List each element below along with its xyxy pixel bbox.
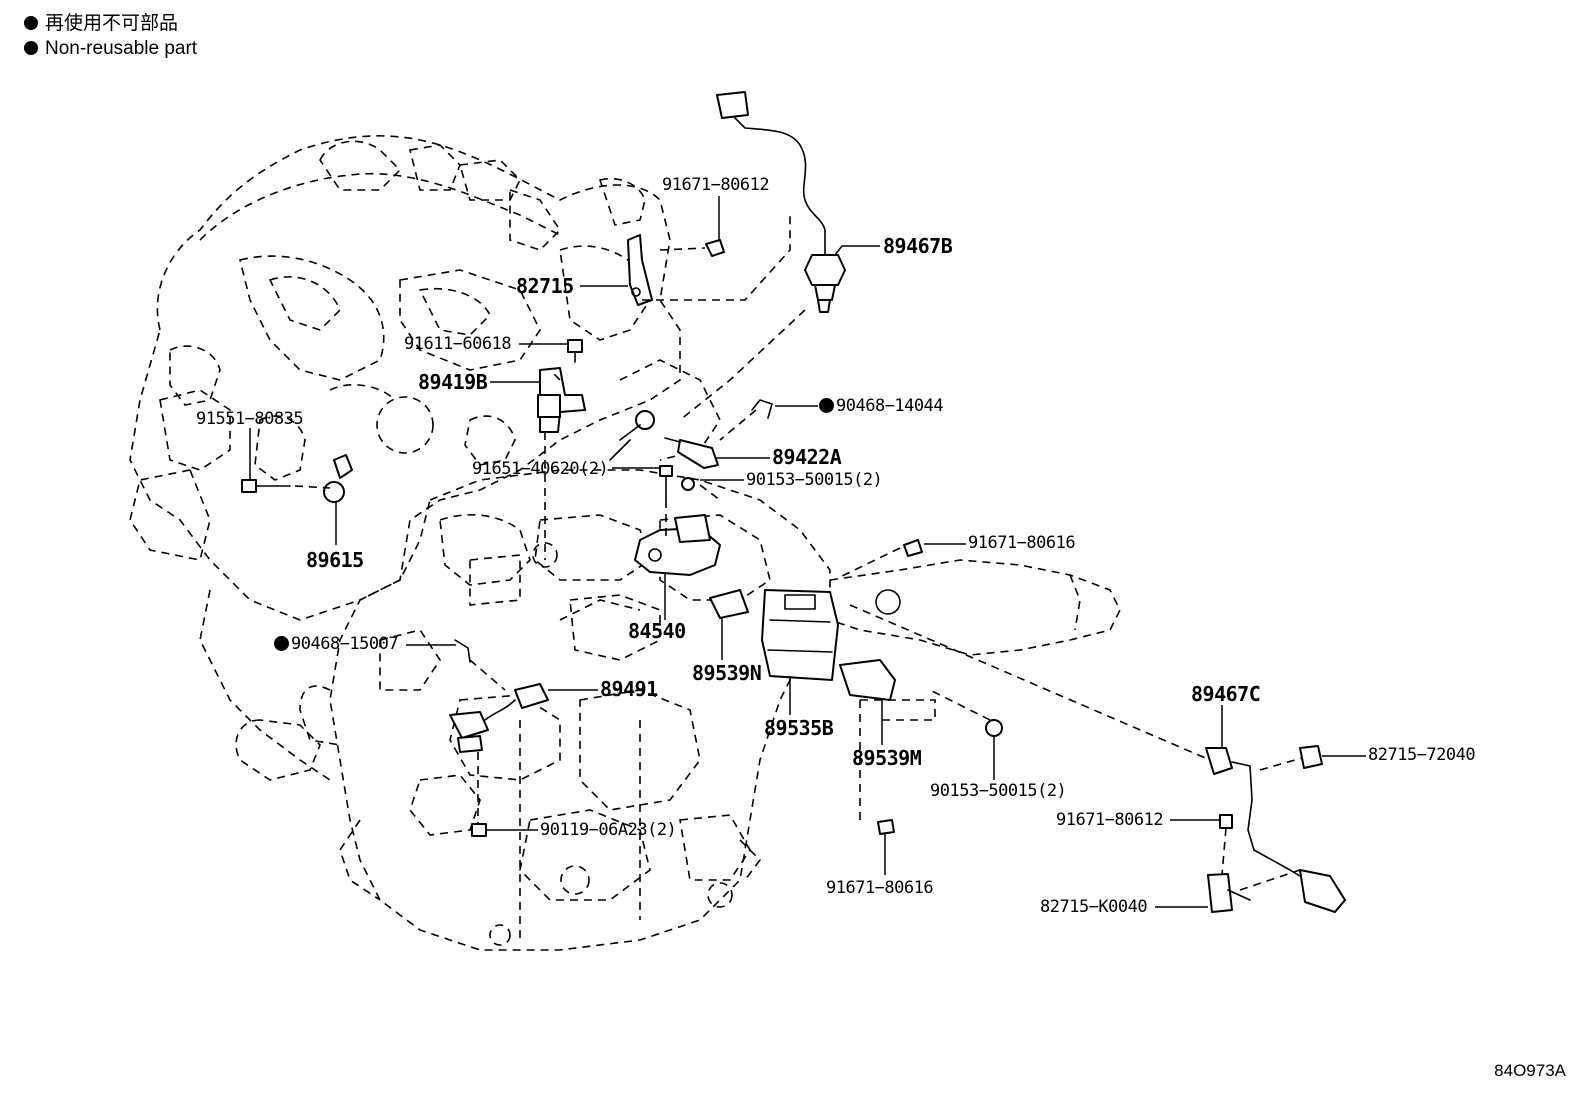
legend-reuse: 再使用不可部品 bbox=[24, 13, 178, 35]
callout-89467B: 89467B bbox=[883, 234, 953, 258]
callout-91671-80616-top: 91671−80616 bbox=[968, 533, 1076, 553]
callout-90153-50015-bottom: 90153−50015(2) bbox=[930, 781, 1067, 801]
part-89422A-drawing bbox=[609, 399, 773, 469]
part-89535B-drawing bbox=[761, 589, 839, 681]
callout-82715: 82715 bbox=[516, 274, 574, 298]
callout-91651-40620: 91651−40620(2) bbox=[472, 459, 609, 479]
non-reusable-dot-icon bbox=[274, 636, 289, 651]
callout-82715-K0040: 82715−K0040 bbox=[1040, 897, 1148, 917]
callout-91611-60618: 91611−60618 bbox=[404, 334, 512, 354]
part-89615-drawing bbox=[241, 454, 353, 503]
legend-japanese-text: 再使用不可部品 bbox=[45, 13, 179, 34]
non-reusable-dot-icon bbox=[24, 41, 38, 55]
driveshaft-outline bbox=[829, 559, 1121, 656]
part-89467B-drawing bbox=[716, 91, 846, 313]
part-89491-drawing bbox=[449, 639, 549, 753]
part-nut-lower-drawing bbox=[985, 719, 1003, 737]
part-90119-drawing bbox=[471, 823, 487, 837]
callout-89467C: 89467C bbox=[1191, 682, 1261, 706]
callout-91671-80612-bottom: 91671−80612 bbox=[1056, 810, 1164, 830]
callout-90468-15007-text: 90468−15007 bbox=[291, 634, 399, 654]
legend-english-text: Non-reusable part bbox=[45, 38, 198, 59]
callout-90468-14044-text: 90468−14044 bbox=[836, 396, 944, 416]
part-89539N-drawing bbox=[709, 589, 749, 619]
part-89467C-drawing bbox=[1205, 745, 1346, 913]
engine-outline bbox=[129, 135, 721, 781]
callout-91671-80616-bottom: 91671−80616 bbox=[826, 878, 934, 898]
callout-89615: 89615 bbox=[306, 548, 364, 572]
callout-90119-06A23: 90119−06A23(2) bbox=[540, 820, 677, 840]
callout-91551-80835: 91551−80835 bbox=[196, 409, 304, 429]
callout-89422A: 89422A bbox=[772, 445, 842, 469]
drawing-code: 84O973A bbox=[1494, 1061, 1566, 1080]
callout-89535B: 89535B bbox=[764, 716, 834, 740]
part-82715-drawing bbox=[627, 234, 725, 306]
callout-89539N: 89539N bbox=[692, 661, 762, 685]
callout-84540: 84540 bbox=[628, 619, 686, 643]
part-91671-80616-drawing bbox=[877, 539, 923, 835]
assembly-lines bbox=[294, 215, 1303, 891]
callout-90153-50015-top: 90153−50015(2) bbox=[746, 470, 883, 490]
part-89539M-drawing bbox=[839, 659, 936, 721]
callout-91671-80612-top: 91671−80612 bbox=[662, 175, 770, 195]
legend-nonreusable: Non-reusable part bbox=[24, 38, 197, 60]
leader-lines bbox=[249, 196, 1366, 908]
callout-90468-14044: 90468−14044 bbox=[819, 396, 944, 416]
transaxle-outline bbox=[299, 469, 831, 951]
part-84540-drawing bbox=[634, 514, 721, 576]
callout-90468-15007: 90468−15007 bbox=[274, 634, 399, 654]
non-reusable-dot-icon bbox=[24, 16, 38, 30]
callout-82715-72040: 82715−72040 bbox=[1368, 745, 1476, 765]
callout-89491: 89491 bbox=[600, 677, 658, 701]
non-reusable-dot-icon bbox=[819, 398, 834, 413]
callout-89419B: 89419B bbox=[418, 370, 488, 394]
part-89419B-drawing bbox=[537, 339, 586, 433]
part-bolts-upper-drawing bbox=[659, 465, 695, 501]
callout-89539M: 89539M bbox=[852, 746, 922, 770]
